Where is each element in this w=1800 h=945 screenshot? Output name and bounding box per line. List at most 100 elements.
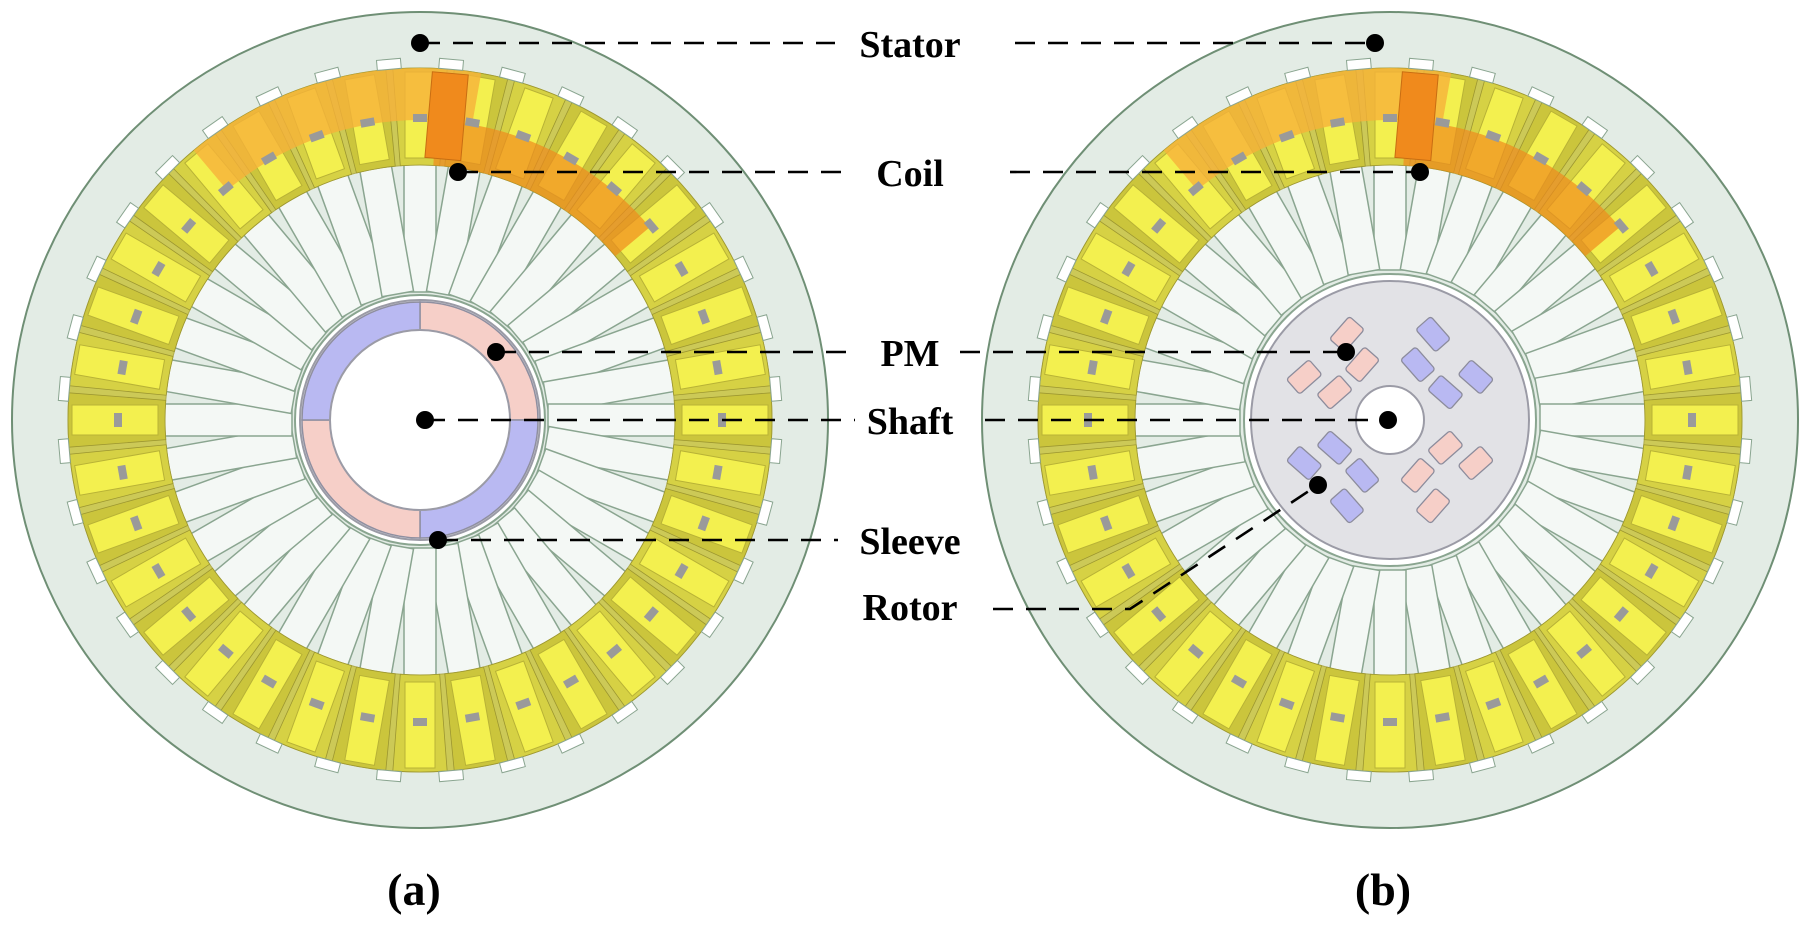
a-wedge-11 (697, 515, 710, 532)
a-outer-notch-34 (314, 66, 342, 84)
b-outer-notch-35 (1345, 57, 1372, 71)
b-outer-notch-24 (1056, 557, 1077, 585)
a-outer-notch-32 (201, 115, 229, 140)
b-wedge-16 (1485, 697, 1502, 710)
b-wedge-6 (1644, 260, 1659, 278)
b-wedge-10 (1682, 464, 1693, 481)
b-outer-notch-8 (1739, 375, 1753, 402)
b-outer-notch-3 (1581, 115, 1609, 140)
b-outer-notch-15 (1527, 733, 1555, 754)
a-wedge-5 (643, 217, 659, 234)
a-wedge-12 (674, 562, 689, 580)
a-outer-notch-31 (154, 154, 181, 181)
a-outer-notch-3 (611, 115, 639, 140)
a-outer-notch-9 (769, 438, 783, 465)
label-coil: Coil (876, 153, 944, 195)
a-wedge-4 (606, 181, 623, 197)
interior-magnet-3-1-1 (1286, 446, 1322, 480)
b-wedge-25 (1100, 515, 1113, 532)
b-outer-notch-13 (1629, 659, 1656, 686)
label-sleeve: Sleeve (859, 521, 960, 563)
a-outer-notch-16 (498, 756, 526, 774)
b-outer-notch-29 (1056, 255, 1077, 283)
b-outer-notch-25 (1036, 498, 1054, 526)
b-wedge-2 (1485, 130, 1502, 143)
b-outer-notch-28 (1036, 314, 1054, 342)
label-rotor: Rotor (863, 587, 958, 629)
a-outer-notch-26 (57, 438, 71, 465)
dot-sleeve (429, 531, 447, 549)
interior-magnet-2-1-0 (1400, 458, 1435, 493)
a-wedge-7 (697, 308, 710, 325)
a-wedge-19 (359, 712, 376, 723)
a-wedge-3 (562, 151, 580, 166)
dot-stator-a (411, 34, 429, 52)
a-wedge-8 (712, 359, 723, 376)
leader-lines (411, 34, 1429, 611)
b-wedge-0 (1383, 114, 1397, 122)
a-outer-notch-18 (375, 769, 402, 783)
interior-magnet-0-1-0 (1345, 347, 1380, 382)
a-wedge-6 (674, 260, 689, 278)
b-outer-notch-27 (1027, 375, 1041, 402)
b-outer-notch-11 (1703, 557, 1724, 585)
dot-pm-b (1337, 343, 1355, 361)
a-outer-notch-13 (659, 659, 686, 686)
a-wedge-18 (413, 718, 427, 726)
b-wedge-19 (1329, 712, 1346, 723)
b-wedge-23 (1151, 606, 1167, 623)
b-outer-notch-1 (1468, 66, 1496, 84)
interior-magnets-b (1286, 316, 1494, 524)
a-outer-notch-28 (66, 314, 84, 342)
interior-magnet-0-1-1 (1330, 316, 1364, 352)
a-outer-notch-11 (733, 557, 754, 585)
a-outer-notch-20 (255, 733, 283, 754)
interior-magnet-1-1-1 (1458, 360, 1494, 394)
b-wedge-9 (1688, 413, 1696, 427)
a-outer-notch-10 (756, 498, 774, 526)
a-outer-notch-27 (57, 375, 71, 402)
interior-magnet-2-0-0 (1428, 430, 1463, 465)
a-wedge-21 (260, 674, 278, 689)
b-tooth-0 (1373, 163, 1407, 271)
b-outer-notch-9 (1739, 438, 1753, 465)
b-wedge-26 (1087, 464, 1098, 481)
a-outer-notch-17 (438, 769, 465, 783)
dot-rotor (1309, 476, 1327, 494)
a-wedge-28 (117, 359, 128, 376)
a-wedge-15 (562, 674, 580, 689)
a-outer-notch-1 (498, 66, 526, 84)
b-coil-highlight-inner (1403, 120, 1620, 257)
b-wedge-7 (1667, 308, 1680, 325)
a-outer-notch-30 (115, 201, 140, 229)
a-wedge-20 (308, 697, 325, 710)
b-outer-notch-19 (1284, 756, 1312, 774)
b-wedge-11 (1667, 515, 1680, 532)
a-wedge-0 (413, 114, 427, 122)
a-wedge-23 (181, 606, 197, 623)
dot-pm-a (487, 343, 505, 361)
a-wedge-17 (464, 712, 481, 723)
b-outer-notch-4 (1629, 154, 1656, 181)
b-outer-notch-23 (1085, 611, 1110, 639)
b-outer-notch-0 (1408, 57, 1435, 71)
a-outer-notch-19 (314, 756, 342, 774)
b-outer-notch-10 (1726, 498, 1744, 526)
label-pm: PM (880, 333, 939, 375)
b-wedge-1 (1434, 117, 1451, 128)
a-wedge-10 (712, 464, 723, 481)
a-outer-notch-12 (700, 611, 725, 639)
b-outer-notch-17 (1408, 769, 1435, 783)
b-wedge-14 (1576, 643, 1593, 659)
leader-rotor (993, 483, 1319, 611)
b-outer-notch-32 (1171, 115, 1199, 140)
a-outer-notch-24 (86, 557, 107, 585)
b-tooth-9 (1539, 403, 1647, 437)
b-wedge-17 (1434, 712, 1451, 723)
a-outer-notch-25 (66, 498, 84, 526)
b-wedge-5 (1613, 217, 1629, 234)
label-stator: Stator (859, 24, 960, 66)
a-outer-notch-2 (557, 86, 585, 107)
interior-magnet-0-0-0 (1317, 375, 1352, 410)
